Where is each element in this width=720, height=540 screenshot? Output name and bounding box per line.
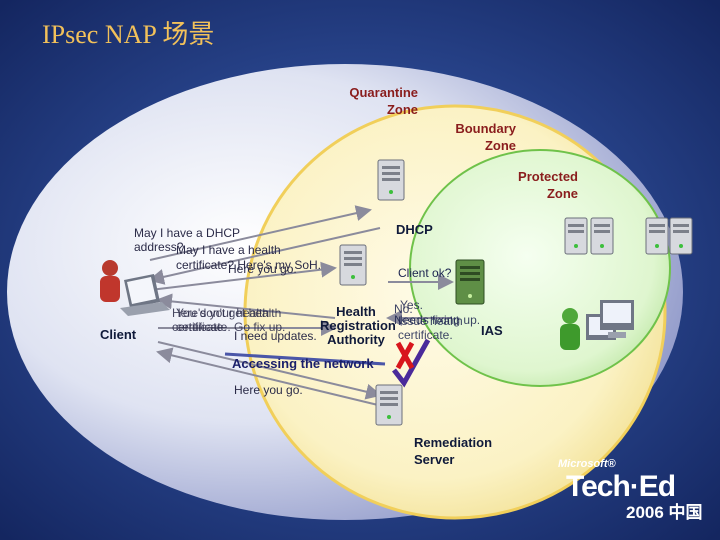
client-laptop-icon [100, 260, 170, 316]
accessing-network-label: Accessing the network [232, 356, 374, 371]
message-line: certificate? Here's my SoH. [176, 258, 322, 272]
x-mark-icon [395, 341, 415, 370]
network-access-bar [224, 352, 386, 366]
server-icon [339, 244, 367, 286]
message-arrows [148, 205, 454, 406]
message-needs-fixing: Needs fixing up. [394, 314, 480, 327]
client-label: Client [100, 327, 137, 342]
server-icon [455, 259, 485, 305]
hra-label-line: Registration [320, 318, 396, 333]
message-line: certificate. [172, 320, 227, 334]
message-here-you-go: Here you go. [228, 262, 297, 276]
zone-label-line: Zone [546, 186, 578, 201]
message-no: No. [394, 302, 413, 316]
microsoft-logo-text: Microsoft® [558, 458, 616, 470]
slide-title: IPsec NAP 场景 [42, 20, 215, 49]
message-line: certificate. [398, 328, 453, 342]
dhcp-label: DHCP [396, 222, 433, 237]
message-line: certificate. Go fix up. [176, 320, 286, 334]
message-line: You don't get health [176, 306, 282, 320]
message-dhcp-request: May I have a DHCP address? [134, 226, 240, 254]
message-line: Needs fixing [394, 313, 461, 327]
server-icon [375, 384, 403, 426]
hra-label: Health Registration Authority [320, 304, 396, 347]
protected-zone-label: Protected Zone [498, 168, 578, 202]
message-line: Here's your health [172, 306, 270, 320]
server-icon [564, 217, 588, 255]
message-yes: Yes. [400, 298, 423, 312]
message-line: May I have a DHCP [134, 226, 241, 240]
hra-label-line: Health [336, 304, 376, 319]
message-line: up. [463, 313, 481, 327]
check-mark-icon [392, 338, 431, 388]
message-line: address? [134, 240, 184, 254]
server-icon [645, 217, 669, 255]
message-here-you-go-remediation: Here you go. [234, 383, 303, 397]
quarantine-zone-label: Quarantine Zone [338, 84, 418, 118]
remediation-label-line: Remediation [414, 435, 493, 450]
message-go-fix-up: You don't get health certificate. Go fix… [176, 306, 285, 334]
zone-label-line: Quarantine [349, 85, 418, 100]
user-workstation-icon [600, 300, 634, 338]
hra-label-line: Authority [327, 332, 385, 347]
server-icon [377, 159, 405, 201]
message-here-your-health-cert: Here's your health certificate. [172, 306, 269, 334]
zone-label-line: Zone [484, 138, 516, 153]
remediation-label-line: Server [414, 452, 455, 467]
ias-label: IAS [481, 323, 503, 338]
boundary-zone-label: Boundary Zone [436, 120, 516, 154]
remediation-server-label: Remediation Server [414, 434, 492, 468]
message-client-ok: Client ok? [398, 266, 452, 280]
event-year-label: 2006 中国 [626, 503, 703, 522]
message-issue-health-cert: Issue health certificate. [398, 314, 463, 342]
server-icon [590, 217, 614, 255]
zone-label-line: Protected [518, 169, 578, 184]
message-need-updates: I need updates. [234, 329, 317, 343]
message-health-cert-request: May I have a health certificate? Here's … [176, 243, 321, 273]
teched-logo: Tech·Ed [566, 470, 676, 503]
zone-label-line: Boundary [455, 121, 516, 136]
message-line: Issue health [398, 314, 463, 328]
server-icon [669, 217, 693, 255]
message-line: May I have a health [176, 243, 281, 257]
zone-label-line: Zone [386, 102, 418, 117]
